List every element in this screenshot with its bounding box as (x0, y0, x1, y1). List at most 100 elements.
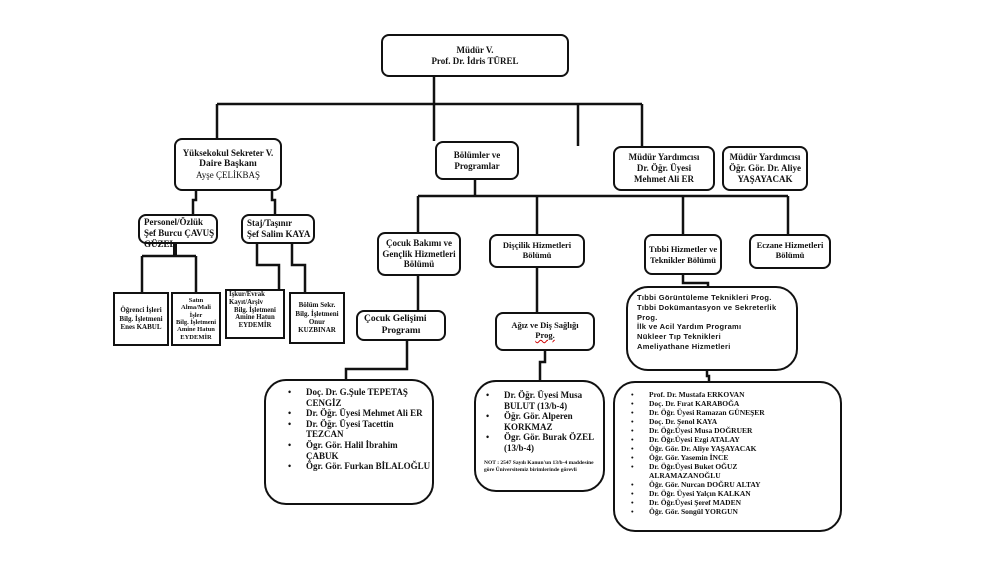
secretary-box: Yüksekokul Sekreter V. Daire Başkanı Ayş… (174, 138, 282, 191)
department-medical-services: Tıbbi Hizmetler ve Teknikler Bölümü (644, 234, 722, 275)
program-line: Tıbbi Görüntüleme Teknikleri Prog. (637, 293, 772, 302)
connector-child-staff (344, 341, 409, 379)
department-line: Bölümü (522, 250, 552, 261)
connector-oral-staff (538, 351, 547, 380)
program-line: Nükleer Tıp Teknikleri (637, 332, 721, 341)
program-line: Prog. (535, 330, 555, 341)
department-line: Bölümü (775, 250, 805, 261)
secretary-name: Ayşe ÇELİKBAŞ (196, 170, 260, 181)
staff-member: Dr. Öğr.Üyesi Ezgi ATALAY (631, 435, 840, 444)
deputy-1-rank: Dr. Öğr. Üyesi (636, 163, 692, 174)
legal-note: NOT : 2547 Sayılı Kanun'un 13/b-4 maddes… (484, 459, 594, 473)
personnel-unit: Personel/Özlük (144, 217, 203, 227)
deputy-2-title: Müdür Yardımcısı (729, 152, 801, 163)
internship-unit: Staj/Taşınır (247, 218, 293, 229)
staff-unit-line: Kayıt/Arşiv (229, 298, 263, 306)
staff-unit-line: Bilg. İşletmeni (295, 309, 339, 318)
department-line: Bölümü (403, 259, 435, 270)
staff-member: Öğr. Gör. Yasemin İNCE (631, 453, 840, 462)
program-child-development: Çocuk Gelişimi Programı (356, 310, 446, 341)
departments-header-box: Bölümler ve Programlar (435, 141, 519, 180)
staff-list-medical: Prof. Dr. Mustafa ERKOVAN Doç. Dr. Fırat… (613, 381, 842, 532)
deputy-director-1-box: Müdür Yardımcısı Dr. Öğr. Üyesi Mehmet A… (613, 146, 715, 191)
staff-unit-line: Bilg. İşletmeni (234, 306, 276, 314)
connector-internship (270, 191, 277, 214)
program-line: Ağız ve Diş Sağlığı (511, 320, 579, 330)
staff-unit-line: Onur (308, 318, 326, 326)
program-list-medical: Tıbbi Görüntüleme Teknikleri Prog. Tıbbi… (626, 286, 798, 371)
staff-member: Dr. Öğr. Üyesi Tacettin TEZCAN (288, 419, 432, 440)
connector-internship-staff3 (255, 244, 281, 292)
personnel-chief-surname: GÜZEL (144, 238, 176, 249)
internship-box: Staj/Taşınır Şef Salim KAYA (241, 214, 315, 244)
staff-unit-line: Amine Hatun (235, 314, 275, 322)
staff-member: Dr. Öğr. Üyesi Yalçın KALKAN (631, 489, 840, 498)
personnel-box: Personel/Özlük Şef Burcu ÇAVUŞ GÜZEL (138, 214, 218, 249)
staff-unit-student-affairs: Öğrenci İşleri Bilg. İşletmeni Enes KABU… (113, 292, 169, 346)
deputy-director-2-box: Müdür Yardımcısı Öğr. Gör. Dr. Aliye YAŞ… (722, 146, 808, 191)
connector-internship-staff4 (290, 244, 307, 292)
staff-unit-line: İşkur/Evrak (229, 291, 265, 298)
internship-chief: Şef Salim KAYA (247, 229, 311, 239)
staff-list-child-development: Doç. Dr. G.Şule TEPETAŞ CENGİZ Dr. Öğr. … (264, 379, 434, 505)
department-line: Tıbbi Hizmetler ve (648, 244, 718, 255)
deputy-2-name: YAŞAYACAK (737, 173, 793, 184)
department-child-care: Çocuk Bakımı ve Gençlik Hizmetleri Bölüm… (377, 232, 461, 276)
staff-member: Öğr. Gör. Nurcan DOĞRU ALTAY (631, 480, 840, 489)
staff-member: Dr. Öğr.Üyesi Musa DOĞRUER (631, 426, 840, 435)
staff-list: Dr. Öğr. Üyesi Musa BULUT (13/b-4) Öğr. … (476, 390, 603, 454)
staff-unit-records: İşkur/Evrak Kayıt/Arşiv Bilg. İşletmeni … (225, 289, 285, 339)
secretary-title: Yüksekokul Sekreter V. (182, 148, 274, 158)
staff-member: Dr. Öğr. Üyesi Mehmet Ali ER (288, 408, 432, 419)
staff-member: Öğr. Gör. Songül YORGUN (631, 507, 840, 516)
staff-member: Öğr. Gör. Alperen KORKMAZ (486, 411, 603, 432)
staff-unit-line: İşler (189, 311, 203, 319)
staff-unit-line: Bölüm Sekr. (298, 301, 336, 310)
connector-personnel (191, 191, 198, 214)
connector-medical-staff (705, 371, 711, 381)
program-line: Çocuk Gelişimi (364, 314, 427, 325)
staff-member: Doç. Dr. Fırat KARABOĞA (631, 399, 840, 408)
director-name: Prof. Dr. İdris TÜREL (431, 55, 519, 66)
deputy-2-rank: Öğr. Gör. Dr. Aliye (728, 163, 801, 174)
program-oral-dental: Ağız ve Diş Sağlığı Prog. (495, 312, 595, 351)
staff-member: Ögr. Gör. Halil İbrahim ÇABUK (288, 440, 432, 461)
staff-unit-line: Öğrenci İşleri (120, 306, 162, 315)
staff-member: Ögr. Gör. Burak ÖZEL (13/b-4) (486, 432, 603, 453)
department-pharmacy: Eczane Hizmetleri Bölümü (749, 234, 831, 269)
department-line: Çocuk Bakımı ve (385, 237, 452, 248)
personnel-chief: Şef Burcu ÇAVUŞ (144, 227, 215, 238)
director-box: Müdür V. Prof. Dr. İdris TÜREL (381, 34, 569, 77)
department-line: Teknikler Bölümü (650, 254, 716, 265)
department-line: Gençlik Hizmetleri (382, 248, 456, 259)
staff-list-oral-dental: Dr. Öğr. Üyesi Musa BULUT (13/b-4) Öğr. … (474, 380, 605, 492)
staff-unit-line: Satın (188, 297, 204, 305)
department-line: Dişçilik Hizmetleri (502, 240, 572, 250)
director-title: Müdür V. (456, 44, 494, 55)
staff-member: Doç. Dr. Şenol KAYA (631, 417, 840, 426)
program-line: Programı (381, 325, 421, 336)
program-line: Tıbbi Dokümantasyon ve Sekreterlik (637, 302, 777, 312)
staff-unit-line: Amine Hatun (177, 326, 215, 334)
departments-header-label: Bölümler ve Programlar (453, 149, 501, 171)
staff-unit-line: EYDEMİR (180, 333, 212, 341)
staff-member: Prof. Dr. Mustafa ERKOVAN (631, 390, 840, 399)
staff-list: Doç. Dr. G.Şule TEPETAŞ CENGİZ Dr. Öğr. … (266, 387, 432, 472)
staff-unit-line: EYDEMİR (238, 322, 272, 330)
staff-member: Dr. Öğr.Üyesi Şeref MADEN (631, 498, 840, 507)
department-line: Eczane Hizmetleri (756, 240, 824, 250)
staff-member: Doç. Dr. G.Şule TEPETAŞ CENGİZ (288, 387, 432, 408)
staff-unit-line: Bilg. İşletmeni (119, 314, 163, 323)
program-line: Ameliyathane Hizmetleri (637, 341, 731, 351)
staff-unit-purchasing: Satın Alma/Mali İşler Bilg. İşletmeni Am… (171, 292, 221, 346)
staff-unit-department-secretary: Bölüm Sekr. Bilg. İşletmeni Onur KUZBINA… (289, 292, 345, 344)
program-line: Prog. (637, 312, 658, 322)
staff-unit-line: Bilg. İşletmeni (175, 319, 217, 326)
staff-member: Dr. Öğr. Üyesi Ramazan GÜNEŞER (631, 408, 840, 417)
deputy-1-name: Mehmet Ali ER (634, 173, 694, 184)
program-line: İlk ve Acil Yardım Programı (637, 322, 742, 332)
staff-list: Prof. Dr. Mustafa ERKOVAN Doç. Dr. Fırat… (615, 390, 840, 516)
staff-member: Ögr. Gör. Furkan BİLALOĞLU (288, 461, 432, 472)
secretary-position: Daire Başkanı (199, 158, 257, 169)
staff-member: Öğr. Gör. Dr. Aliye YAŞAYACAK (631, 444, 840, 453)
